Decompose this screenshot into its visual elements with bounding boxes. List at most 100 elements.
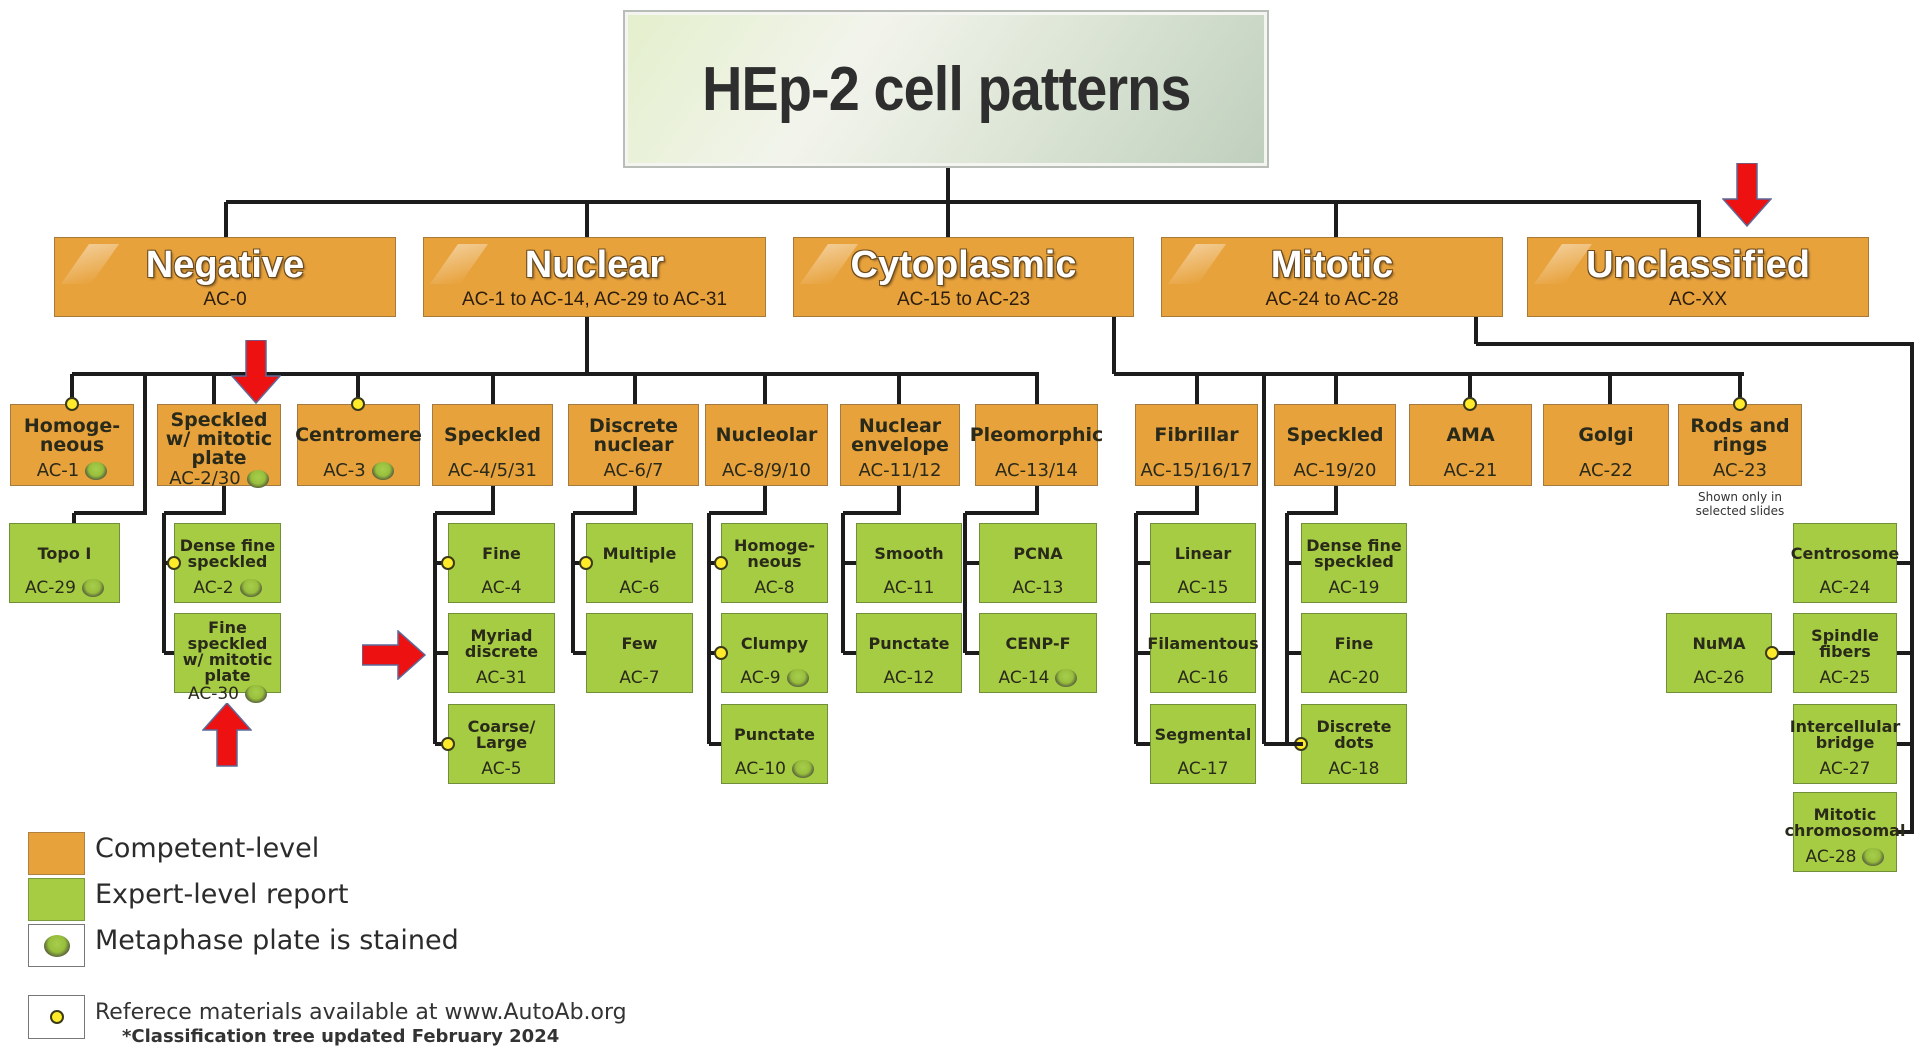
connector-line xyxy=(1896,651,1914,655)
pattern-code: AC-30 xyxy=(188,684,267,704)
highlight-arrow-icon xyxy=(1722,163,1772,227)
ac-code: AC-19/20 xyxy=(1293,460,1377,481)
ac-code: AC-12 xyxy=(883,668,935,688)
pattern-code: AC-2/30 xyxy=(169,468,269,489)
pattern-name: Homoge- neous xyxy=(23,414,121,456)
pattern-code: AC-3 xyxy=(323,460,394,481)
pattern-code: AC-10 xyxy=(735,759,814,779)
pattern-name: NuMA xyxy=(1692,634,1746,653)
ac-code: AC-8 xyxy=(754,578,795,598)
reference-dot-icon xyxy=(714,646,728,660)
legend-expert: Expert-level report xyxy=(95,879,349,910)
connector-line xyxy=(1896,742,1914,746)
pattern-name: Speckled w/ mitotic plate xyxy=(165,409,273,469)
ac-code: AC-13 xyxy=(1012,578,1064,598)
pattern-code: AC-1 xyxy=(37,460,108,481)
connector-line xyxy=(143,374,147,513)
legend-metaphase: Metaphase plate is stained xyxy=(95,925,459,956)
connector-line xyxy=(1114,372,1744,376)
metaphase-plate-icon xyxy=(1862,848,1885,866)
pattern-code: AC-8 xyxy=(754,578,794,598)
ac-code: AC-1 xyxy=(36,460,80,481)
competent-swatch xyxy=(28,832,85,875)
pattern-name: Homoge- neous xyxy=(734,536,815,571)
pattern-name: Fine xyxy=(1334,634,1374,653)
pattern-code: AC-13/14 xyxy=(995,460,1078,481)
connector-line xyxy=(356,374,360,404)
ac-code: AC-15/16/17 xyxy=(1140,460,1253,481)
category-label: Mitotic xyxy=(1270,244,1394,286)
pattern-code: AC-29 xyxy=(25,578,104,598)
pattern-name: Few xyxy=(621,634,658,653)
reference-dot-icon xyxy=(1463,397,1477,411)
pattern-code: AC-9 xyxy=(740,668,809,688)
ac-code: AC-2 xyxy=(193,578,234,598)
pattern-name: Nuclear envelope xyxy=(851,414,949,456)
pattern-name: Linear xyxy=(1174,544,1232,563)
connector-line xyxy=(709,511,767,515)
connector-line xyxy=(709,742,723,746)
reference-dot-icon xyxy=(1733,397,1747,411)
connector-line xyxy=(1738,374,1742,404)
ac-code: AC-13/14 xyxy=(995,460,1078,481)
pattern-code: AC-22 xyxy=(1579,460,1633,481)
connector-line xyxy=(435,651,450,655)
pattern-code: AC-14 xyxy=(999,668,1078,688)
connector-line xyxy=(1474,317,1478,344)
ac-code: AC-17 xyxy=(1177,759,1229,779)
ac-code: AC-24 xyxy=(1819,578,1871,598)
pattern-code: AC-6 xyxy=(619,578,659,598)
pattern-code: AC-11/12 xyxy=(859,460,942,481)
ac-code: AC-15 xyxy=(1177,578,1229,598)
connector-line xyxy=(162,513,166,653)
connector-line xyxy=(633,486,637,513)
pattern-code: AC-2 xyxy=(193,578,262,598)
connector-line xyxy=(1697,202,1701,237)
connector-line xyxy=(1035,374,1039,404)
